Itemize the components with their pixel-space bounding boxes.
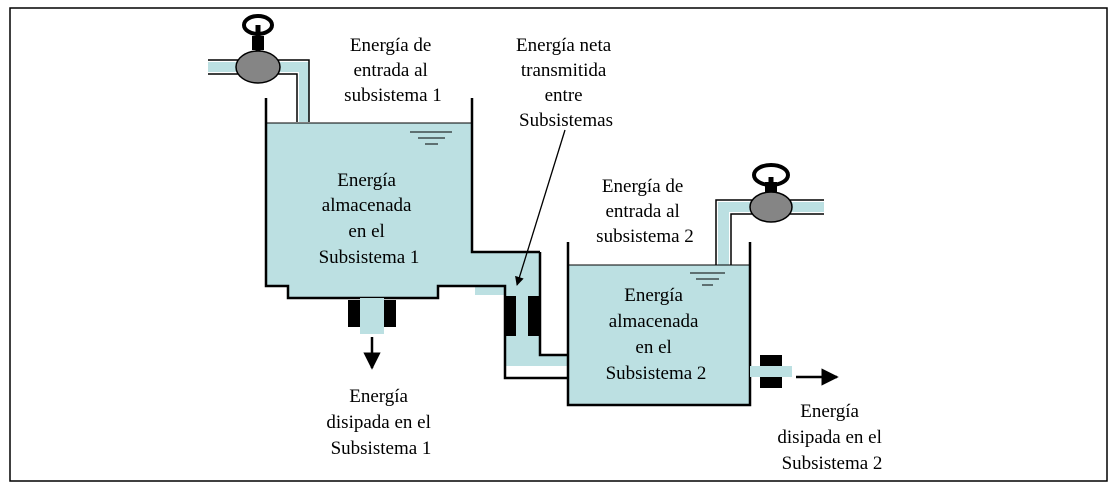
connecting-pipe	[475, 252, 568, 380]
tank-1	[264, 98, 540, 300]
label-stored-1: Energía almacenada en el Subsistema 1	[319, 170, 420, 268]
water-level-2-icon	[690, 272, 725, 286]
label-net-energy: Energía neta transmitida entre Subsistem…	[516, 35, 616, 131]
valve-2-icon[interactable]	[749, 163, 793, 223]
label-input-2: Energía de entrada al subsistema 2	[596, 176, 694, 247]
label-dissipated-2: Energía disipada en el Subsistema 2	[777, 401, 886, 474]
net-energy-pointer-arrow	[515, 129, 566, 286]
water-level-icon	[410, 131, 452, 145]
drain-2	[750, 355, 839, 388]
label-dissipated-1: Energía disipada en el Subsistema 1	[326, 386, 435, 459]
label-input-1: Energía de entrada al subsistema 1	[344, 35, 442, 106]
drain-1	[348, 298, 396, 370]
valve-1-icon[interactable]	[235, 14, 281, 84]
tank-2	[566, 242, 752, 407]
label-stored-2: Energía almacenada en el Subsistema 2	[606, 285, 707, 384]
diagram-border	[9, 7, 1108, 482]
